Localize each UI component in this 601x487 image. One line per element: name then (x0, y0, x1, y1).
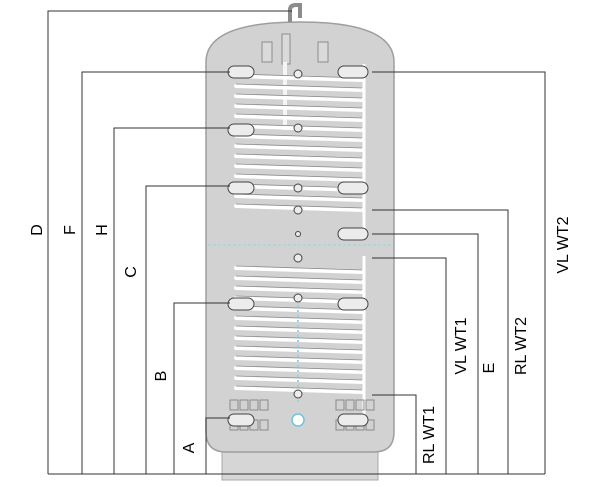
label-e: E (481, 363, 498, 374)
connection-left-mid (227, 123, 255, 137)
sensor-sleeve-8 (293, 389, 303, 399)
top-connection-right (317, 41, 329, 63)
dimension-line-d (47, 10, 292, 474)
label-rl-wt2: RL WT2 (513, 317, 530, 375)
label-f: F (62, 225, 79, 235)
dimension-line-f (81, 71, 230, 474)
top-connection-left (261, 41, 273, 63)
connection-right-lower-coil-top (337, 297, 369, 311)
top-connection-center (281, 33, 291, 65)
left-dimension-lines (47, 10, 545, 475)
top-vent-pipe (288, 3, 302, 22)
sensor-sleeve-bottom (291, 413, 305, 427)
right-dimension-lines (372, 71, 546, 474)
dimension-line-vl-wt1 (372, 257, 447, 474)
label-vl-wt2: VL WT2 (555, 216, 572, 273)
dimension-line-b (173, 302, 230, 474)
dimension-line-h (113, 127, 230, 474)
dimension-line-c (145, 185, 230, 474)
dimension-line-vl-wt2 (372, 71, 546, 474)
sensor-sleeve-3 (293, 183, 303, 193)
connection-left-upper-coil-bottom (227, 181, 255, 195)
label-b: B (153, 371, 170, 382)
sensor-sleeve-2 (293, 123, 303, 133)
dimension-line-e (372, 233, 479, 474)
dimension-line-a (205, 417, 230, 474)
label-d: D (29, 224, 46, 236)
connection-right-upper-coil-bottom (337, 181, 369, 195)
sensor-sleeve-1 (293, 69, 303, 79)
label-vl-wt1: VL WT1 (453, 317, 470, 374)
label-c: C (123, 266, 140, 278)
connection-right-vl-wt2 (337, 227, 369, 241)
connection-left-bottom (227, 413, 255, 427)
lower-coil-outline (235, 265, 363, 391)
connection-left-lower-coil-top (227, 297, 255, 311)
connection-right-bottom (337, 413, 369, 427)
connection-left-top (227, 65, 255, 79)
sensor-sleeve-7 (293, 293, 303, 303)
label-h: H (94, 224, 111, 236)
label-a: A (181, 442, 198, 453)
label-rl-wt1: RL WT1 (421, 406, 438, 464)
connection-right-top (337, 65, 369, 79)
sensor-sleeve-4 (293, 205, 303, 215)
sensor-sleeve-6 (293, 253, 303, 263)
dimension-line-rl-wt1 (372, 394, 417, 474)
sensor-sleeve-5 (295, 231, 301, 237)
dimension-line-rl-wt2 (372, 209, 509, 474)
